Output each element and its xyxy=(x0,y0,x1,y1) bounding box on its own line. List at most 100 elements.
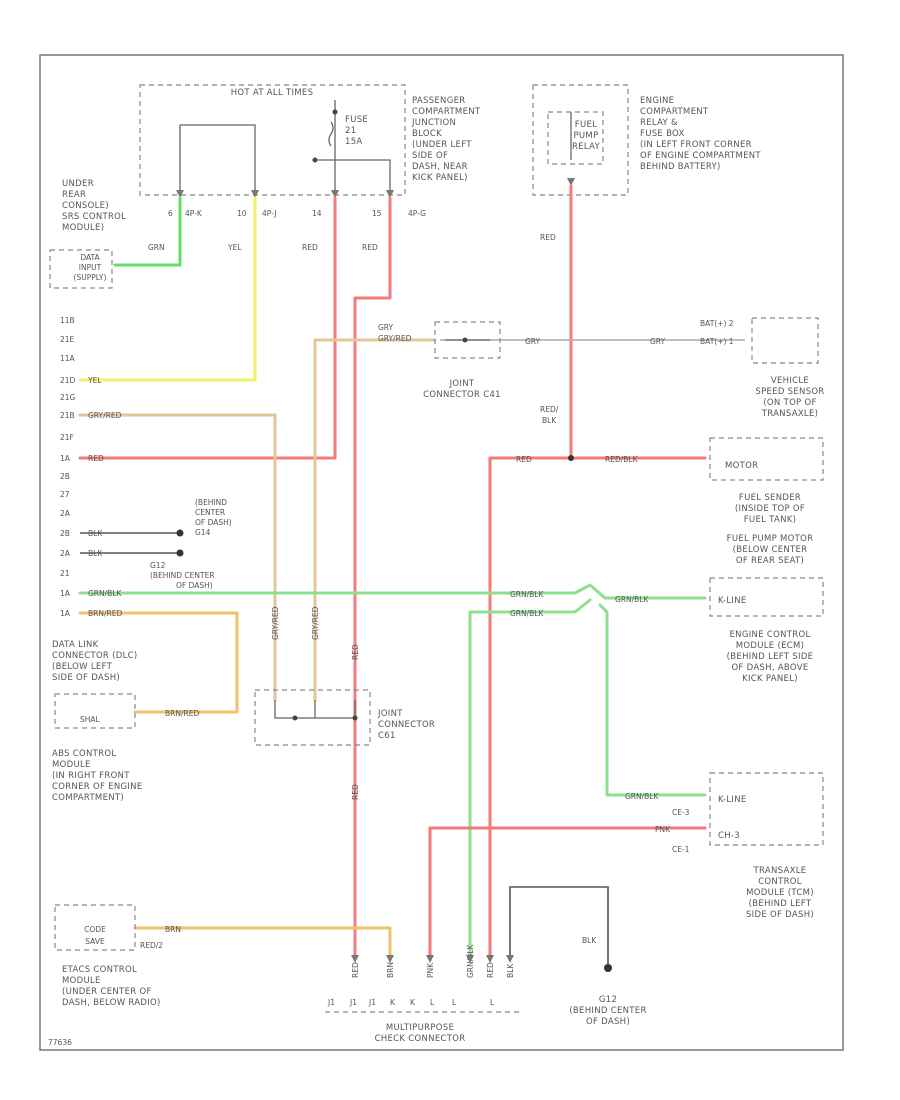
fuel-pump-relay-label: FUEL PUMP RELAY xyxy=(572,120,601,152)
wire-label-red-blk-v: RED xyxy=(486,962,495,978)
multipurpose-check-connector-label: MULTIPURPOSE CHECK CONNECTOR xyxy=(375,1023,466,1044)
wire-label-red-15: RED xyxy=(362,243,378,252)
svg-text:10: 10 xyxy=(237,209,247,218)
svg-text:GRY/RED: GRY/RED xyxy=(88,411,122,420)
wire-label-brn: BRN xyxy=(165,925,181,934)
svg-text:CONNECTOR (DLC): CONNECTOR (DLC) xyxy=(52,651,138,661)
svg-text:RELAY: RELAY xyxy=(572,142,601,152)
svg-text:ABS CONTROL: ABS CONTROL xyxy=(52,749,116,759)
c61-node-1 xyxy=(292,715,298,721)
svg-text:RED/: RED/ xyxy=(540,405,559,414)
wire-label-red-blk: RED/BLK xyxy=(605,455,639,464)
svg-text:CE-1: CE-1 xyxy=(672,845,690,854)
svg-text:OF DASH): OF DASH) xyxy=(176,581,213,590)
svg-text:1A: 1A xyxy=(60,589,71,598)
splice-red-blk xyxy=(568,455,574,461)
svg-text:PUMP: PUMP xyxy=(573,131,598,141)
vehicle-speed-sensor-label: VEHICLE SPEED SENSOR (ON TOP OF TRANSAXL… xyxy=(755,376,824,419)
svg-text:CONSOLE): CONSOLE) xyxy=(62,201,109,211)
svg-text:27: 27 xyxy=(60,490,70,499)
svg-text:FUEL SENDER: FUEL SENDER xyxy=(739,493,801,503)
svg-text:FUSE: FUSE xyxy=(345,115,368,125)
dlc-label: DATA LINK CONNECTOR (DLC) (BELOW LEFT SI… xyxy=(52,640,138,683)
svg-text:MODULE: MODULE xyxy=(62,976,101,986)
svg-text:OF DASH): OF DASH) xyxy=(586,1017,630,1027)
svg-text:J1: J1 xyxy=(368,998,376,1007)
svg-text:J1: J1 xyxy=(349,998,357,1007)
svg-text:BLK: BLK xyxy=(88,529,103,538)
left-pin-column: 11B 21E 11A 21D 21G 21B 21F 1A 2B 27 2A … xyxy=(60,316,76,618)
wire-blk-bottom xyxy=(509,886,609,968)
diagram-frame xyxy=(39,54,844,1051)
wire-gry-red-c41 xyxy=(313,338,437,702)
svg-text:1A: 1A xyxy=(60,609,71,618)
svg-text:UNDER: UNDER xyxy=(62,179,94,189)
wire-grn xyxy=(113,196,182,267)
svg-text:6: 6 xyxy=(168,209,173,218)
relay-terminal xyxy=(567,178,575,186)
svg-text:CORNER OF ENGINE: CORNER OF ENGINE xyxy=(52,782,143,792)
wire-label-red-relay: RED xyxy=(540,233,556,242)
wire-label-brn-red2: BRN/RED xyxy=(165,709,199,718)
svg-text:FUEL: FUEL xyxy=(575,120,597,130)
wire-brn-red xyxy=(78,611,239,714)
svg-text:21E: 21E xyxy=(60,335,75,344)
wire-gry-red-left xyxy=(78,413,277,702)
wire-label-red-v2: RED xyxy=(351,784,360,800)
svg-text:21: 21 xyxy=(345,126,356,136)
svg-text:TRANSAXLE: TRANSAXLE xyxy=(753,866,807,876)
fuse-branch xyxy=(335,159,391,190)
svg-text:(BEHIND CENTER: (BEHIND CENTER xyxy=(150,571,215,580)
svg-text:2A: 2A xyxy=(60,549,71,558)
joint-connector-c41-label: JOINT CONNECTOR C41 xyxy=(423,379,500,400)
bottom-terminals xyxy=(351,955,514,963)
svg-text:J1: J1 xyxy=(327,998,335,1007)
wire-label-grn-blk3: GRN/BLK xyxy=(510,609,544,618)
svg-text:K: K xyxy=(410,998,416,1007)
svg-text:MODULE (ECM): MODULE (ECM) xyxy=(736,641,804,651)
svg-text:FUSE BOX: FUSE BOX xyxy=(640,129,685,139)
wire-label-red-v1: RED xyxy=(351,644,360,660)
wire-pnk xyxy=(428,826,707,957)
svg-text:FUEL TANK): FUEL TANK) xyxy=(744,515,797,525)
hot-at-all-times-label: HOT AT ALL TIMES xyxy=(231,88,314,98)
svg-text:JOINT: JOINT xyxy=(449,379,475,389)
svg-text:21D: 21D xyxy=(60,376,76,385)
svg-text:1A: 1A xyxy=(60,454,71,463)
ground-g14 xyxy=(176,529,184,537)
svg-text:SIDE OF DASH): SIDE OF DASH) xyxy=(52,673,120,683)
wire-label-grn-blk2: GRN/BLK xyxy=(615,595,649,604)
srs-data-input-box xyxy=(49,249,113,289)
svg-text:MULTIPURPOSE: MULTIPURPOSE xyxy=(386,1023,454,1033)
svg-text:OF ENGINE COMPARTMENT: OF ENGINE COMPARTMENT xyxy=(640,151,761,161)
wire-label-red-v3: RED xyxy=(351,962,360,978)
svg-text:MODULE): MODULE) xyxy=(62,223,104,233)
svg-text:(BEHIND LEFT SIDE: (BEHIND LEFT SIDE xyxy=(727,652,814,662)
svg-text:14: 14 xyxy=(312,209,322,218)
svg-text:KICK PANEL): KICK PANEL) xyxy=(412,173,468,183)
c61-node-2 xyxy=(352,715,358,721)
svg-text:CE-3: CE-3 xyxy=(672,808,690,817)
svg-text:G14: G14 xyxy=(195,528,211,537)
svg-text:11A: 11A xyxy=(60,354,76,363)
svg-text:JUNCTION: JUNCTION xyxy=(411,118,456,128)
tcm-ch3-label: CH-3 xyxy=(718,831,740,841)
svg-text:COMPARTMENT: COMPARTMENT xyxy=(640,107,709,117)
fuel-sender-label: FUEL SENDER (INSIDE TOP OF FUEL TANK) FU… xyxy=(727,493,813,566)
svg-text:(UNDER CENTER OF: (UNDER CENTER OF xyxy=(62,987,152,997)
svg-text:2A: 2A xyxy=(60,509,71,518)
wire-red-blk xyxy=(488,456,707,957)
svg-text:SAVE: SAVE xyxy=(85,937,105,946)
dlc-box xyxy=(54,693,136,729)
svg-text:(IN RIGHT FRONT: (IN RIGHT FRONT xyxy=(52,771,130,781)
svg-text:DATA LINK: DATA LINK xyxy=(52,640,99,650)
wire-red-15 xyxy=(353,196,392,957)
vss-pin-label: BAT(+) 2 xyxy=(700,319,734,328)
wire-grn-blk-down xyxy=(468,598,592,957)
svg-text:VEHICLE: VEHICLE xyxy=(771,376,809,386)
wire-label-red-14: RED xyxy=(302,243,318,252)
svg-text:CONNECTOR: CONNECTOR xyxy=(378,720,435,730)
wire-label-grn-blk4: GRN/BLK xyxy=(625,792,659,801)
svg-text:4P-K: 4P-K xyxy=(185,209,203,218)
